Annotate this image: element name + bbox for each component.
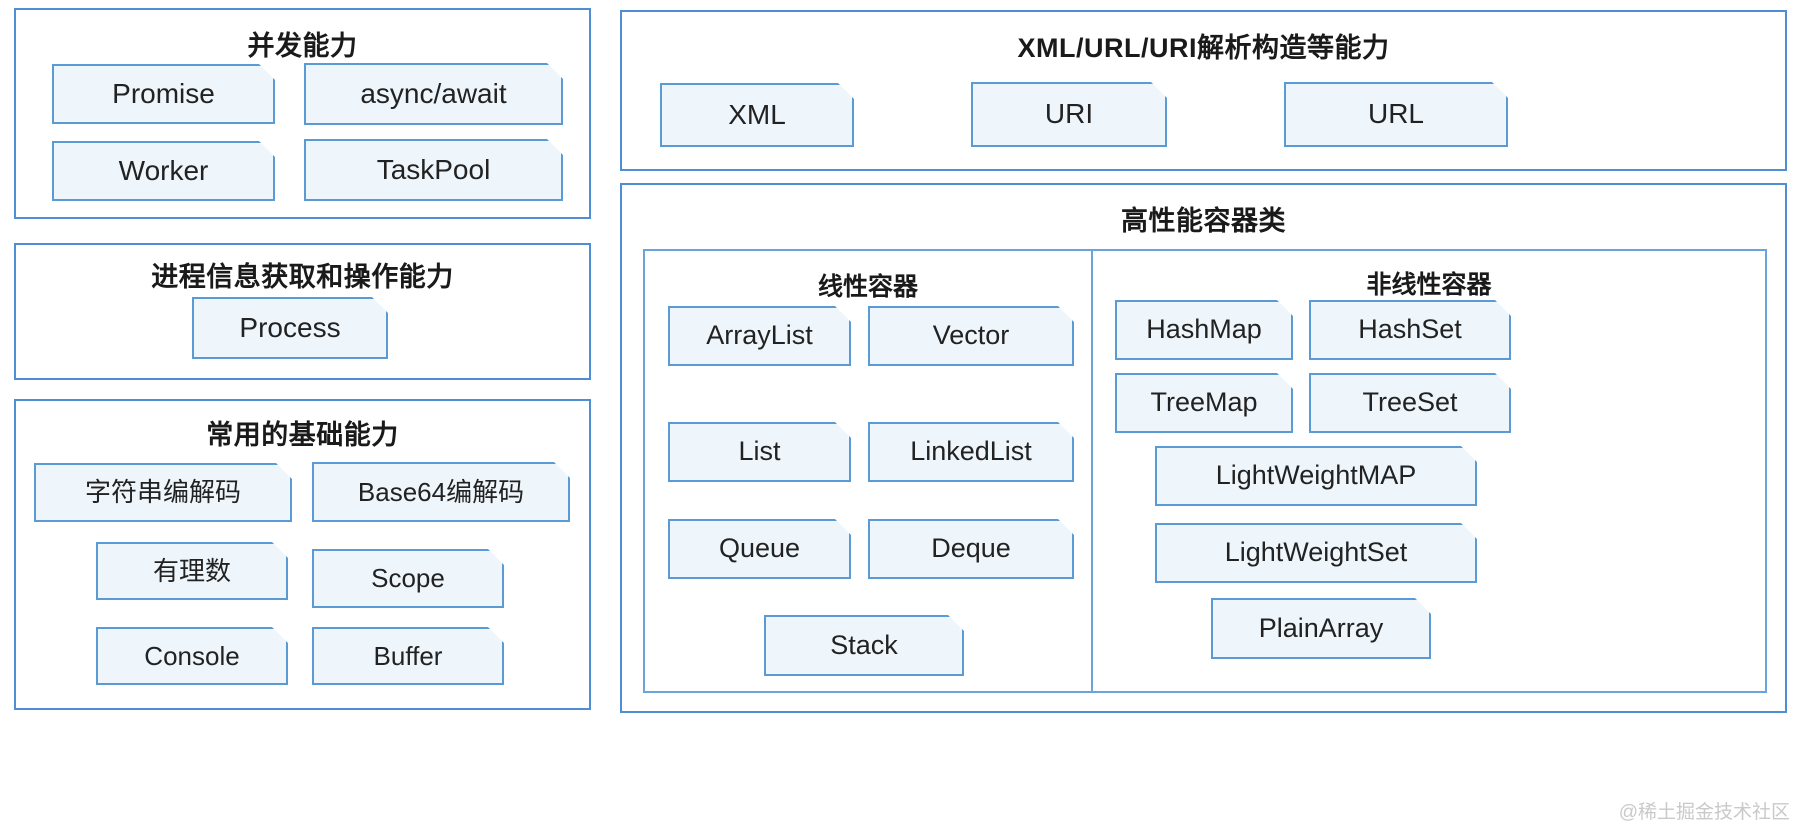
watermark: @稀土掘金技术社区: [1618, 802, 1790, 823]
node-linkedlist[interactable]: LinkedList: [868, 422, 1074, 482]
node-label: TreeSet: [1362, 387, 1458, 418]
node-label: List: [738, 436, 781, 467]
node-stack[interactable]: Stack: [764, 615, 964, 676]
node-label: async/await: [360, 77, 507, 109]
node-label: LightWeightMAP: [1215, 460, 1417, 491]
panel-title-process: 进程信息获取和操作能力: [151, 262, 454, 292]
node-label: HashSet: [1358, 314, 1462, 345]
node-promise[interactable]: Promise: [52, 64, 275, 124]
panel-title-nonlinear-containers: 非线性容器: [1366, 271, 1492, 299]
node-scope[interactable]: Scope: [312, 549, 504, 608]
node-label: 字符串编解码: [84, 477, 241, 508]
panel-title-linear-containers: 线性容器: [817, 273, 918, 301]
node-label: Process: [239, 311, 341, 343]
node-label: Queue: [718, 533, 801, 564]
node-label: URL: [1367, 98, 1424, 130]
node-treeset[interactable]: TreeSet: [1309, 373, 1511, 433]
node-label: LightWeightSet: [1224, 537, 1408, 568]
node-queue[interactable]: Queue: [668, 519, 851, 579]
subpanel-linear-containers: 线性容器 ArrayList Vector List LinkedList Qu…: [643, 249, 1093, 693]
panel-title-concurrency: 并发能力: [247, 31, 358, 61]
node-label: Deque: [931, 533, 1011, 564]
node-base64-codec[interactable]: Base64编解码: [312, 462, 570, 522]
subpanel-nonlinear-containers: 非线性容器 HashMap HashSet TreeMap TreeSet Li…: [1091, 249, 1767, 693]
node-label: Base64编解码: [357, 476, 525, 507]
node-lightweightset[interactable]: LightWeightSet: [1155, 523, 1477, 583]
node-label: ArrayList: [706, 320, 813, 351]
node-label: LinkedList: [910, 436, 1032, 467]
panel-containers: 高性能容器类 线性容器 ArrayList Vector List Linked…: [620, 183, 1787, 713]
panel-title-basic: 常用的基础能力: [206, 420, 399, 450]
node-string-codec[interactable]: 字符串编解码: [34, 463, 292, 522]
node-label: Promise: [112, 77, 215, 109]
node-vector[interactable]: Vector: [868, 306, 1074, 366]
node-label: 有理数: [152, 555, 231, 586]
node-label: Worker: [118, 154, 209, 186]
node-hashset[interactable]: HashSet: [1309, 300, 1511, 360]
node-label: Stack: [830, 629, 898, 660]
panel-basic: 常用的基础能力 字符串编解码 Base64编解码 有理数 Scope Conso…: [14, 399, 591, 710]
node-label: HashMap: [1146, 314, 1262, 345]
node-taskpool[interactable]: TaskPool: [304, 139, 563, 201]
node-treemap[interactable]: TreeMap: [1115, 373, 1293, 433]
node-buffer[interactable]: Buffer: [312, 627, 504, 685]
node-label: TaskPool: [376, 153, 491, 185]
panel-parsing: XML/URL/URI解析构造等能力 XML URI URL: [620, 10, 1787, 171]
panel-process: 进程信息获取和操作能力 Process: [14, 243, 591, 380]
panel-title-parsing: XML/URL/URI解析构造等能力: [1017, 33, 1390, 63]
node-lightweightmap[interactable]: LightWeightMAP: [1155, 446, 1477, 506]
panel-title-containers: 高性能容器类: [1121, 206, 1286, 236]
panel-concurrency: 并发能力 Promise async/await Worker TaskPool: [14, 8, 591, 219]
node-label: XML: [728, 98, 786, 130]
node-async-await[interactable]: async/await: [304, 63, 563, 125]
node-worker[interactable]: Worker: [52, 141, 275, 201]
node-label: Console: [144, 640, 240, 671]
node-list[interactable]: List: [668, 422, 851, 482]
node-label: Buffer: [373, 640, 443, 671]
node-label: Scope: [371, 563, 445, 594]
node-deque[interactable]: Deque: [868, 519, 1074, 579]
node-uri[interactable]: URI: [971, 82, 1167, 147]
node-arraylist[interactable]: ArrayList: [668, 306, 851, 366]
node-label: URI: [1044, 98, 1094, 130]
node-process[interactable]: Process: [192, 297, 388, 359]
node-url[interactable]: URL: [1284, 82, 1508, 147]
node-hashmap[interactable]: HashMap: [1115, 300, 1293, 360]
node-label: Vector: [932, 320, 1010, 351]
node-xml[interactable]: XML: [660, 83, 854, 147]
node-plainarray[interactable]: PlainArray: [1211, 598, 1431, 659]
node-console[interactable]: Console: [96, 627, 288, 685]
node-rational-number[interactable]: 有理数: [96, 542, 288, 600]
node-label: PlainArray: [1258, 612, 1384, 643]
node-label: TreeMap: [1150, 387, 1258, 418]
